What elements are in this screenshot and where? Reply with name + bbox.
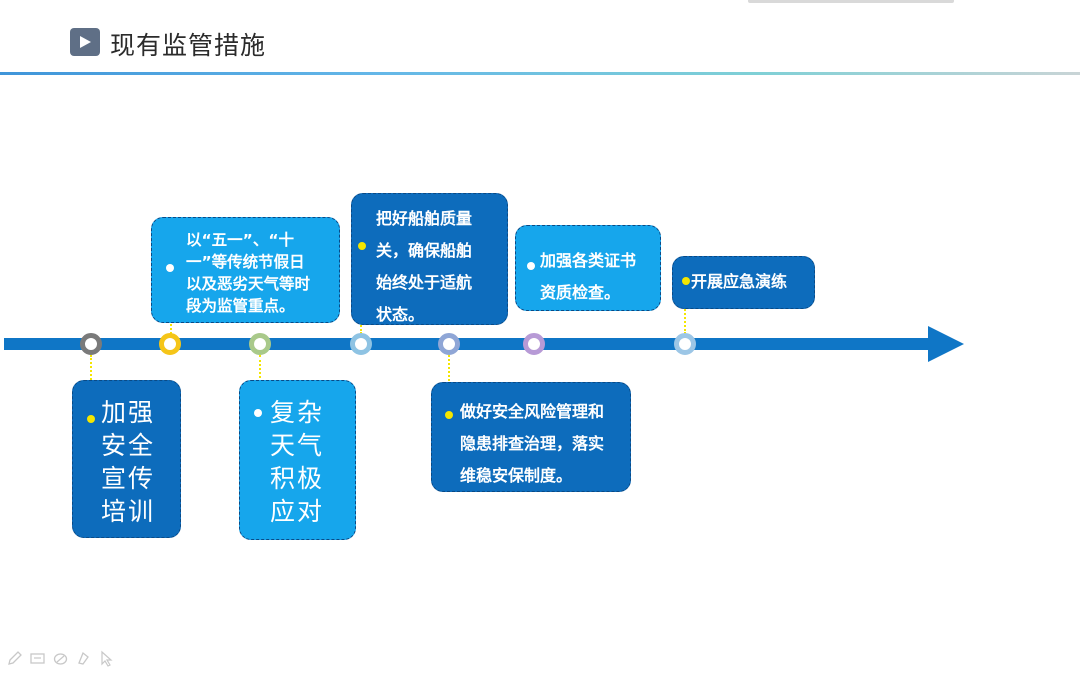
card-safety-training-text: 加强 安全 宣传 培训 [101,398,156,526]
card-risk-management-text: 做好安全风险管理和 隐患排查治理，落实 维稳安保制度。 [460,402,605,485]
card-ship-quality: 把好船舶质量 关，确保船舶 始终处于适航 状态。 [351,193,508,325]
card-bullet [166,264,174,272]
pen-icon[interactable] [6,650,23,667]
timeline-node-3 [249,333,271,355]
timeline-axis [4,338,934,350]
timeline-node-7 [674,333,696,355]
presenter-toolbar [6,650,115,667]
card-certificate-check-text: 加强各类证书 资质检查。 [540,251,637,302]
play-icon [70,28,100,56]
highlighter-icon[interactable] [75,650,92,667]
card-holiday-focus: 以“五一”、“十 一”等传统节假日 以及恶劣天气等时 段为监管重点。 [151,217,340,323]
card-ship-quality-text: 把好船舶质量 关，确保船舶 始终处于适航 状态。 [376,209,473,324]
timeline-node-6 [523,333,545,355]
card-emergency-drill-text: 开展应急演练 [691,272,788,291]
timeline-node-2 [159,333,181,355]
card-bullet [358,242,366,250]
pointer-icon[interactable] [98,650,115,667]
title-divider [0,72,1080,75]
card-bullet [682,277,690,285]
card-bullet [527,262,535,270]
card-weather-response-text: 复杂 天气 积极 应对 [270,398,325,526]
eraser-icon[interactable] [52,650,69,667]
card-bullet [254,409,262,417]
card-safety-training: 加强 安全 宣传 培训 [72,380,181,538]
card-bullet [87,415,95,423]
timeline-node-4 [350,333,372,355]
card-bullet [445,411,453,419]
top-window-tab [748,0,954,3]
timeline-arrow-head [928,326,964,362]
timeline-node-5 [438,333,460,355]
card-certificate-check: 加强各类证书 资质检查。 [515,225,661,311]
timeline-node-1 [80,333,102,355]
card-emergency-drill: 开展应急演练 [672,256,815,309]
screen-icon[interactable] [29,650,46,667]
card-weather-response: 复杂 天气 积极 应对 [239,380,356,540]
page-title: 现有监管措施 [110,31,267,60]
card-risk-management: 做好安全风险管理和 隐患排查治理，落实 维稳安保制度。 [431,382,631,492]
card-holiday-focus-text: 以“五一”、“十 一”等传统节假日 以及恶劣天气等时 段为监管重点。 [186,231,311,315]
